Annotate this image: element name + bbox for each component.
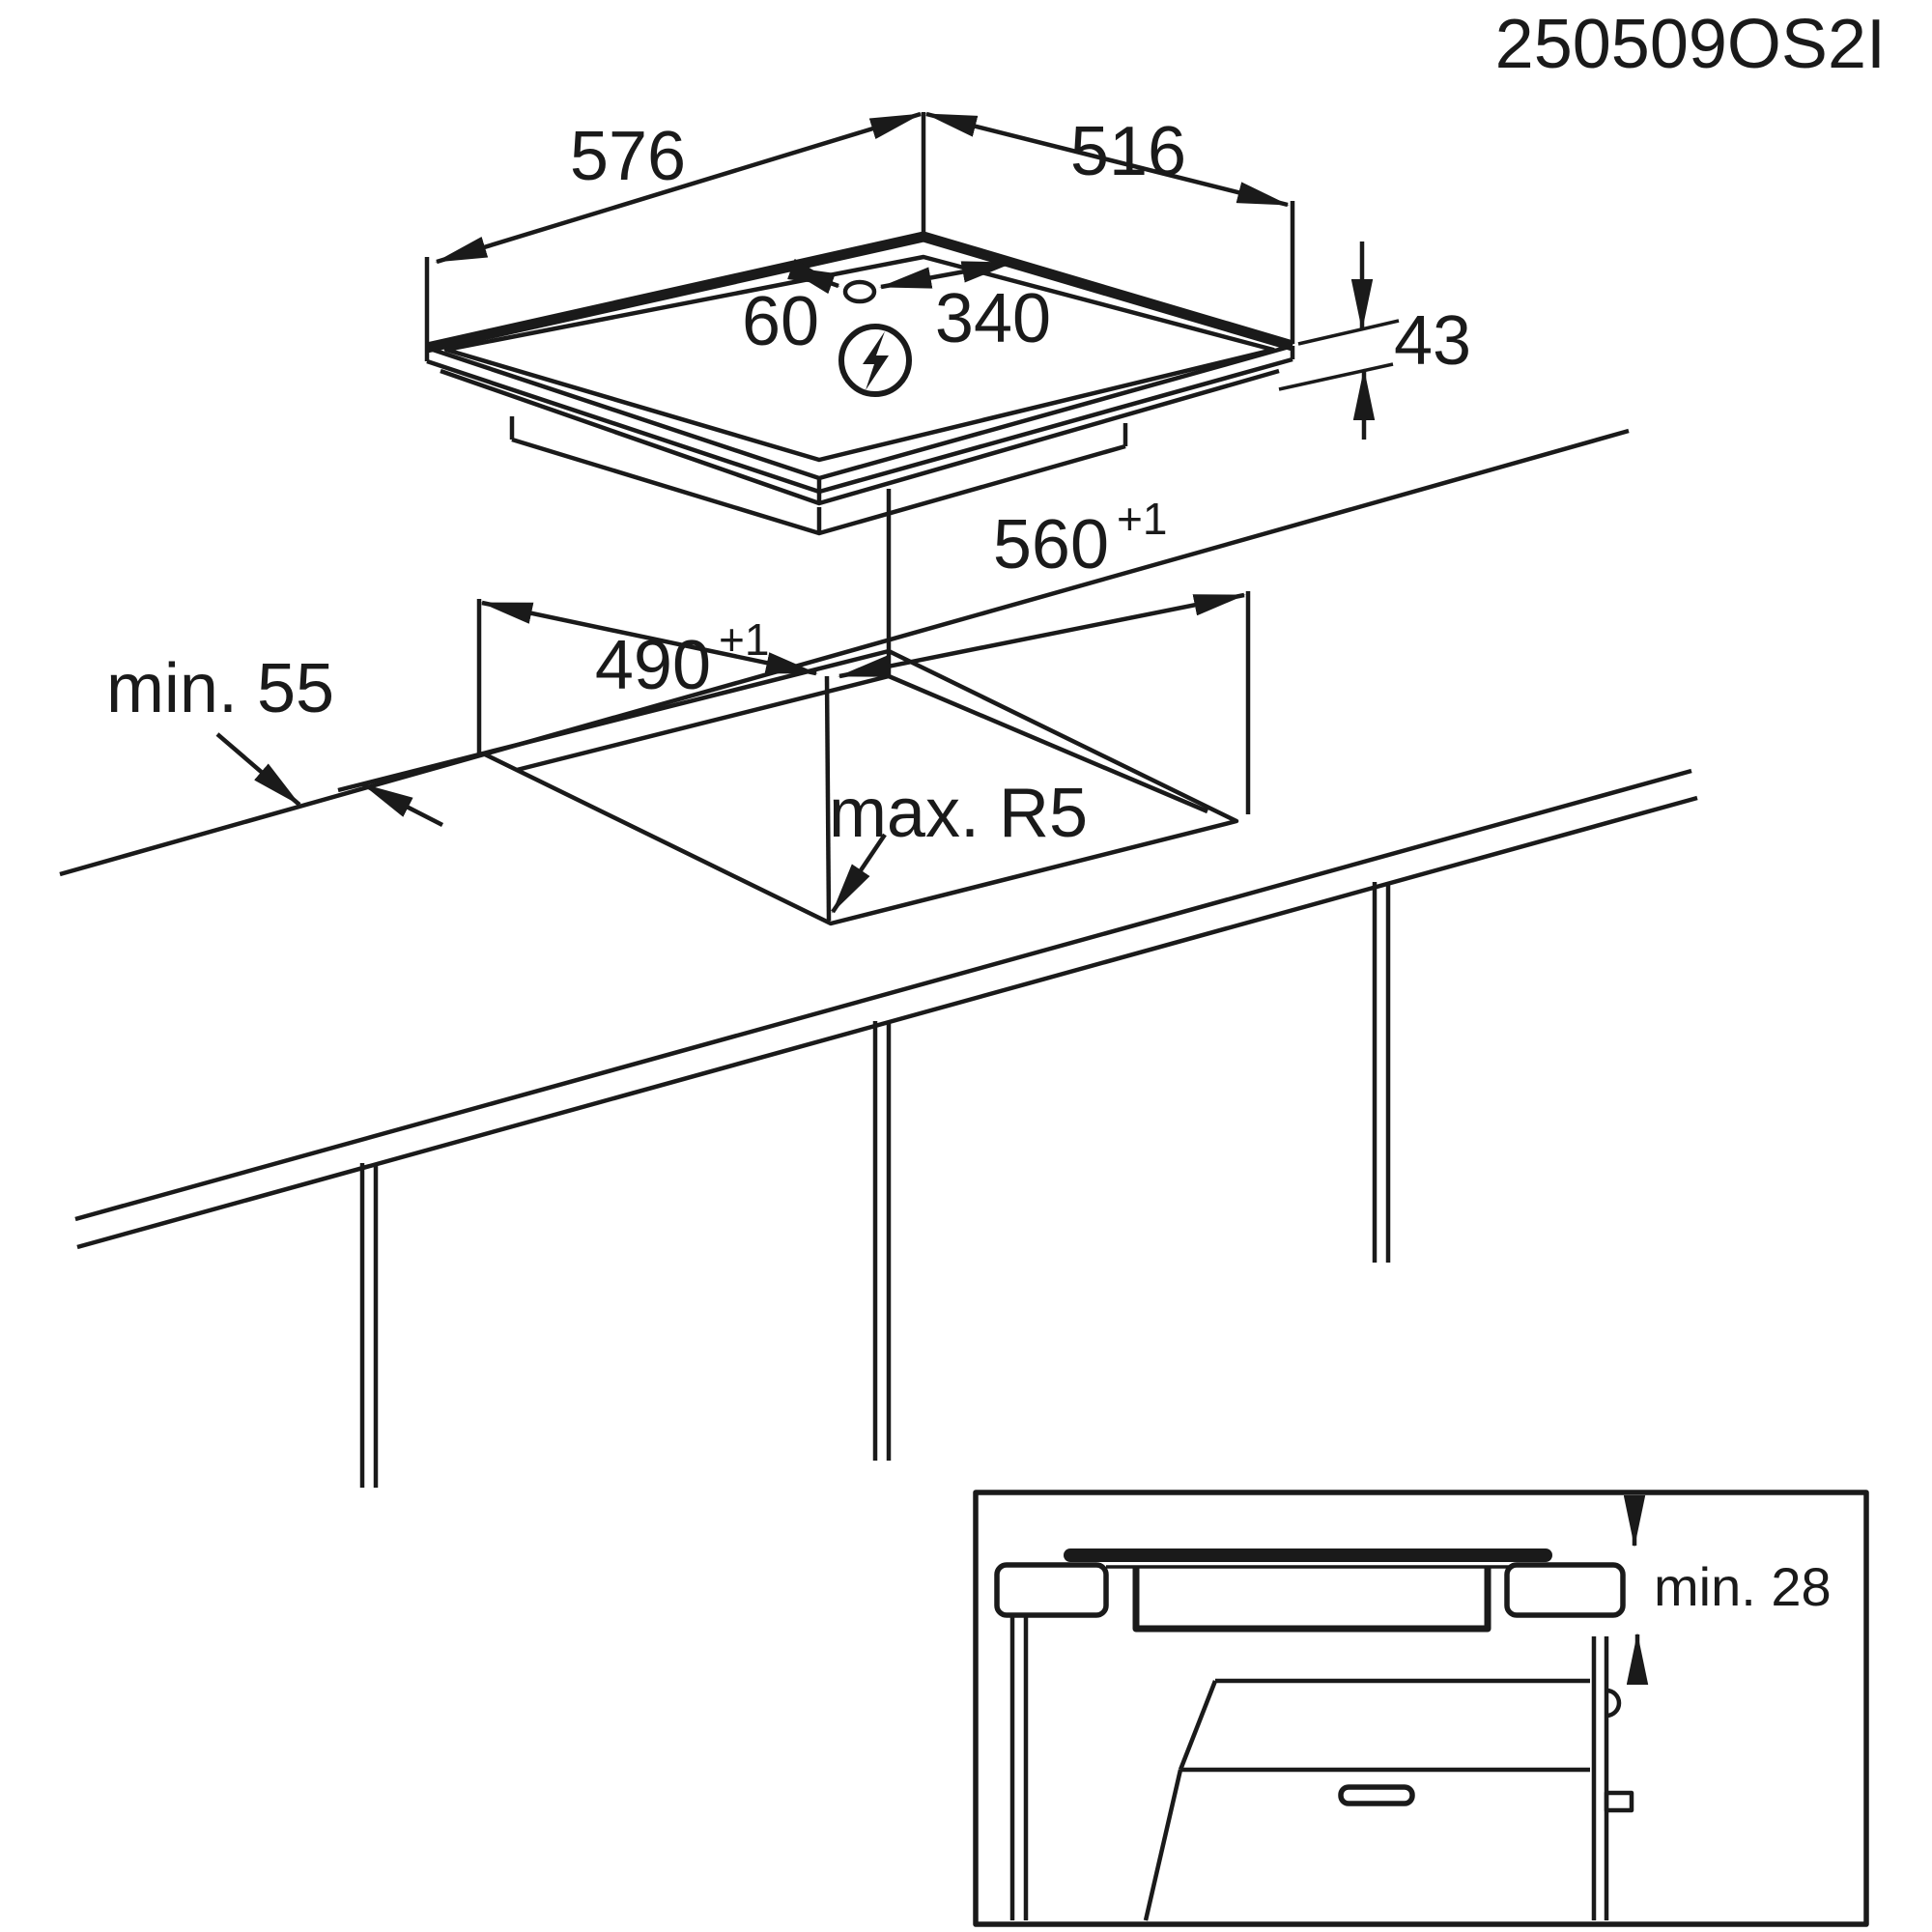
hob-isometric-view: 60 340 576 516 43 — [424, 111, 1471, 536]
hob-glass-inner-outline — [443, 254, 1276, 463]
hob-glass-bottom-edge — [426, 356, 1293, 495]
dim-43-ref-top — [1297, 319, 1400, 346]
cable-hole — [842, 279, 877, 304]
lightning-bolt-icon — [863, 331, 889, 390]
dim-490-tolerance: +1 — [719, 614, 769, 665]
dim-560-line — [838, 592, 1246, 679]
min28-label: min. 28 — [1654, 1556, 1832, 1617]
dim-front-corner-ext-line — [824, 675, 832, 922]
worktop-front-edge — [74, 768, 1692, 1222]
dim-560-tolerance: +1 — [1117, 494, 1167, 544]
dim-516-label: 516 — [1070, 113, 1186, 190]
inset-oven — [1143, 1636, 1634, 1921]
inset-worktop-left — [994, 1562, 1109, 1618]
dim-560-label: 560 — [993, 506, 1109, 583]
dim-490-label: 490 — [595, 627, 711, 704]
inset-worktop-right — [1504, 1562, 1626, 1618]
cutout-opening — [480, 648, 1239, 926]
worktop-view: 490 +1 560 +1 min. 55 max. R5 — [59, 428, 1698, 1488]
dim-340-label: 340 — [935, 280, 1051, 357]
dim-490-line — [480, 600, 818, 676]
part-number: 250509OS2I — [1495, 6, 1886, 83]
dim-340-line — [879, 260, 1014, 290]
dim-60-line — [782, 258, 840, 295]
worktop-legs — [359, 882, 1391, 1488]
inset-hob-housing — [1132, 1567, 1492, 1633]
r5-leader-arrow — [831, 833, 887, 914]
min55-label: min. 55 — [106, 650, 334, 727]
min55-ext-stub — [337, 751, 484, 793]
min55-arrow-inner — [361, 781, 444, 828]
dim-576-line — [435, 111, 923, 265]
inset-border — [973, 1490, 1869, 1927]
dim-516-line — [924, 111, 1290, 208]
dim-43-label: 43 — [1394, 302, 1471, 380]
hob-housing-bottom-edges — [511, 437, 1126, 536]
inset-oven-knob — [1604, 1790, 1634, 1813]
lightning-circle-icon — [838, 324, 912, 397]
min55-arrow-outer — [215, 732, 301, 807]
inset-oven-handle — [1338, 1784, 1415, 1806]
oven-inset-view: min. 28 — [973, 1490, 1869, 1927]
r5-label: max. R5 — [829, 775, 1088, 852]
cutout-wall-right-bottom — [888, 673, 1208, 814]
dim-576-label: 576 — [570, 118, 686, 195]
dim-43-ref-bottom — [1278, 362, 1394, 391]
inset-hinge-bump — [1605, 1688, 1622, 1719]
dim-60-label: 60 — [742, 283, 819, 360]
